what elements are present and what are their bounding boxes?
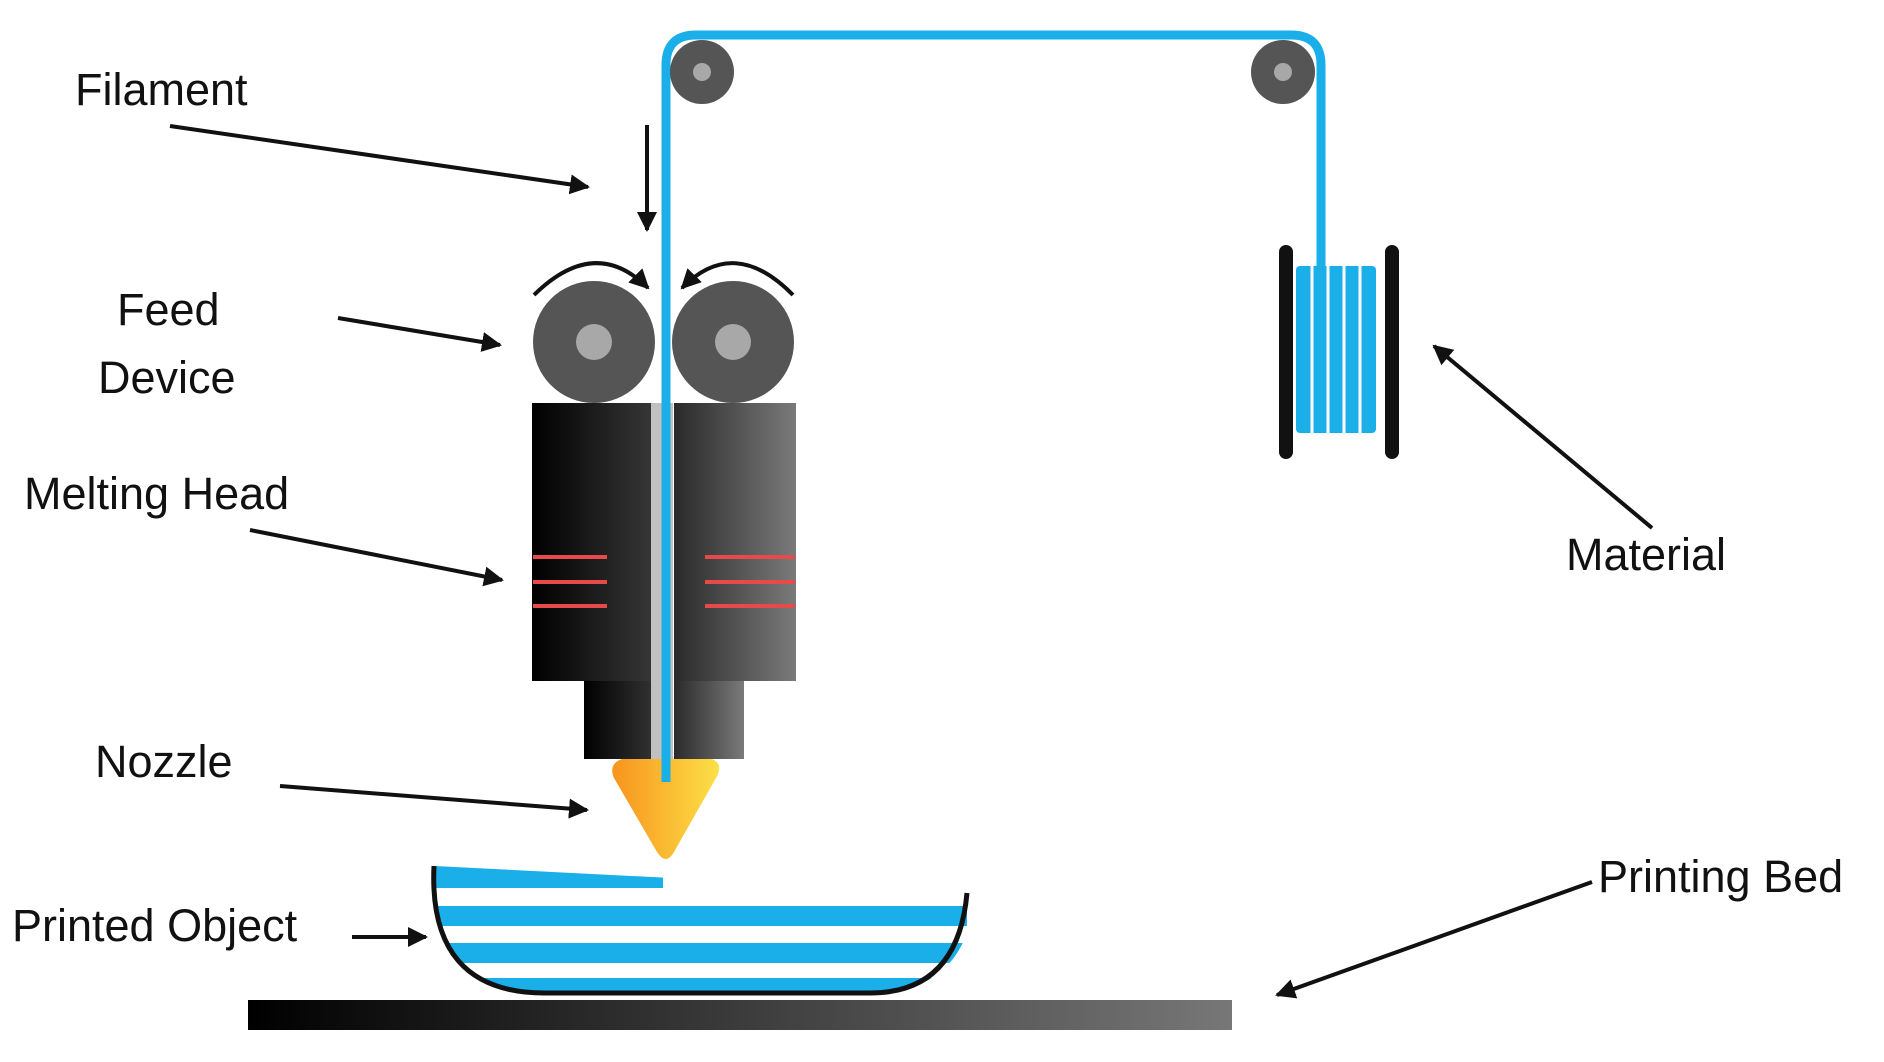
printed-object (431, 865, 970, 996)
label-material: Material (1566, 529, 1726, 580)
arrow-filament (169, 124, 590, 195)
filament-path (661, 30, 1326, 782)
pointer-arrows (169, 124, 1654, 999)
rotation-arrow-right (680, 261, 795, 297)
label-printing-bed: Printing Bed (1598, 851, 1843, 902)
arrow-printing-bed (1275, 880, 1593, 999)
feed-device (532, 261, 795, 403)
nozzle (612, 759, 720, 859)
pulley-left (670, 40, 734, 104)
label-filament: Filament (75, 64, 248, 115)
pulley-right (1251, 40, 1315, 104)
arrow-nozzle (279, 784, 589, 819)
arrow-material (1432, 344, 1654, 530)
label-melting-head: Melting Head (24, 468, 289, 519)
arrow-feed-device (337, 316, 502, 352)
label-printed-object: Printed Object (12, 900, 298, 951)
heater-coil-right (705, 555, 795, 608)
rotation-arrow-left (532, 261, 650, 297)
heater-coil-left (533, 555, 607, 608)
label-feed-line1: Feed (117, 284, 220, 335)
label-feed-line2: Device (98, 352, 236, 403)
material-spool (1279, 245, 1399, 459)
label-nozzle: Nozzle (95, 736, 233, 787)
printing-bed (248, 1000, 1232, 1030)
arrow-melting-head (249, 528, 504, 587)
